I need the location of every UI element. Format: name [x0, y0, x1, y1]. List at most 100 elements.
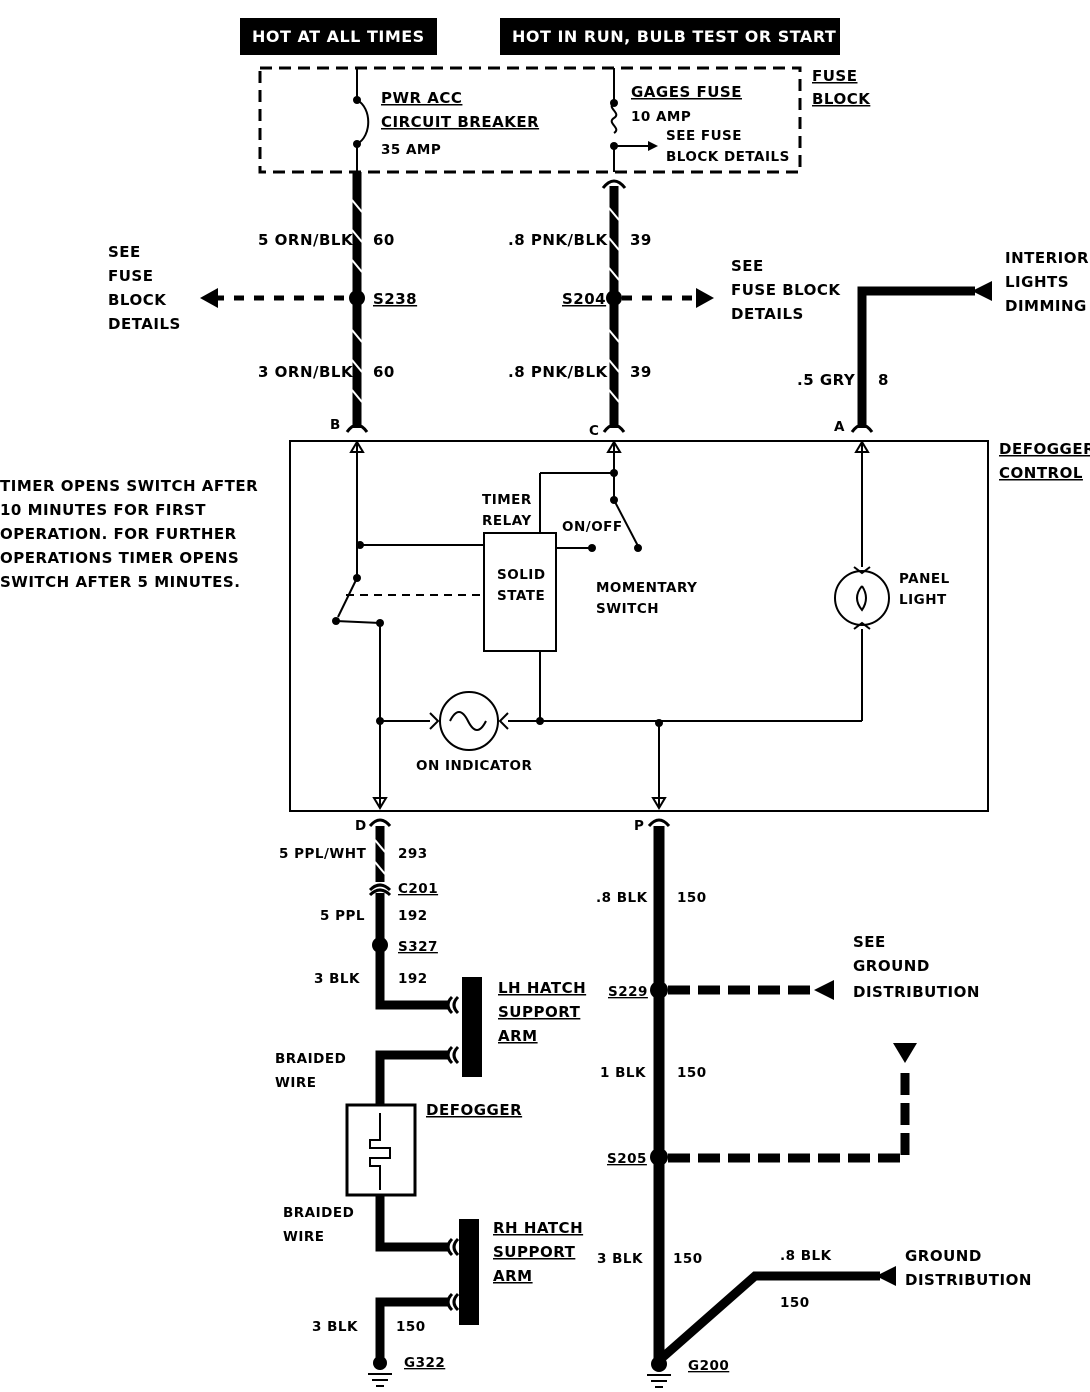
c201-connector	[368, 883, 392, 892]
s205-connector-icon	[893, 1043, 917, 1063]
timer-note-2: 10 MINUTES FOR FIRST	[0, 501, 206, 519]
rh-hatch-label-1: RH HATCH	[493, 1219, 583, 1237]
gages-fuse-icon	[610, 102, 618, 134]
splice-s229	[650, 981, 668, 999]
panel-light-label-1: PANEL	[899, 571, 950, 587]
momentary-switch-blade	[613, 499, 639, 547]
terminal-a-connector	[850, 423, 874, 433]
lh-hatch-label-1: LH HATCH	[498, 979, 586, 997]
wire-39-lower-color: .8 PNK/BLK	[508, 363, 608, 381]
momentary-label-1: MOMENTARY	[596, 580, 697, 596]
timer-note-4: OPERATIONS TIMER OPENS	[0, 549, 239, 567]
timer-relay-label-1: TIMER	[482, 492, 532, 508]
s229-label: S229	[608, 984, 648, 1000]
panel-light-bulb-icon	[834, 570, 890, 626]
breaker-rating: 35 AMP	[381, 142, 441, 158]
s204-arrow-icon	[696, 288, 714, 308]
fuse-block-label-1: FUSE	[812, 67, 857, 85]
braided-wire-lower	[375, 1195, 448, 1252]
lh-hatch-label-3: ARM	[498, 1027, 538, 1045]
solid-state-label-1: SOLID	[497, 567, 546, 583]
braided-2-label-1: BRAIDED	[283, 1205, 354, 1221]
g200-label: G200	[688, 1358, 729, 1374]
s204-label: S204	[562, 290, 606, 308]
braided-1-label-1: BRAIDED	[275, 1051, 346, 1067]
defogger-label: DEFOGGER	[426, 1101, 522, 1119]
on-indicator-label: ON INDICATOR	[416, 758, 533, 774]
wire-150-upper-color: .8 BLK	[596, 890, 648, 906]
wire-60-upper-circuit: 60	[373, 231, 395, 249]
timer-switch-blade	[337, 577, 358, 618]
terminal-d-connector	[368, 818, 392, 828]
ground-dist-label-1: GROUND	[905, 1247, 982, 1265]
hot-at-all-times-bar	[240, 18, 437, 55]
wire-8-circuit: 8	[878, 371, 889, 389]
dimming-connector-icon	[972, 281, 992, 301]
center-see-2: FUSE BLOCK	[731, 281, 841, 299]
terminal-d-label: D	[355, 818, 367, 834]
g322-label: G322	[404, 1355, 445, 1371]
splice-s238	[349, 290, 365, 306]
ground-dist-label-2: DISTRIBUTION	[905, 1271, 1032, 1289]
wire-39-upper-circuit: 39	[630, 231, 652, 249]
dimming-label-1: INTERIOR	[1005, 249, 1089, 267]
wire-150-g322-circuit: 150	[396, 1319, 426, 1335]
left-see-2: FUSE	[108, 267, 153, 285]
s238-arrow-icon	[200, 288, 218, 308]
rh-hatch-label-3: ARM	[493, 1267, 533, 1285]
see-ground-label-2: GROUND	[853, 957, 930, 975]
solid-state-label-2: STATE	[497, 588, 545, 604]
wire-293-color: 5 PPL/WHT	[279, 846, 367, 862]
wire-60-upper-color: 5 ORN/BLK	[258, 231, 354, 249]
momentary-label-2: SWITCH	[596, 601, 659, 617]
wire-60-lower-circuit: 60	[373, 363, 395, 381]
fuse-block-label-2: BLOCK	[812, 90, 871, 108]
panel-light-label-2: LIGHT	[899, 592, 947, 608]
wire-192-lower	[375, 945, 448, 1010]
wire-8-color: .5 GRY	[797, 371, 856, 389]
wire-39-upper-color: .8 PNK/BLK	[508, 231, 608, 249]
gages-fuse-label: GAGES FUSE	[631, 83, 742, 101]
wire-293-circuit: 293	[398, 846, 428, 862]
on-off-label: ON/OFF	[562, 519, 623, 535]
see-ground-label-3: DISTRIBUTION	[853, 983, 980, 1001]
terminal-c-connector	[602, 423, 626, 433]
breaker-label-1: PWR ACC	[381, 89, 462, 107]
terminal-a-label: A	[834, 419, 845, 435]
timer-relay-label-2: RELAY	[482, 513, 532, 529]
terminal-b-label: B	[330, 417, 341, 433]
wire-150-ground-dist	[660, 1271, 880, 1361]
s238-label: S238	[373, 290, 417, 308]
wire-39-lower-circuit: 39	[630, 363, 652, 381]
left-see-3: BLOCK	[108, 291, 167, 309]
center-see-1: SEE	[731, 257, 764, 275]
defogger-control-label-1: DEFOGGER	[999, 440, 1090, 458]
dimming-label-2: LIGHTS	[1005, 273, 1069, 291]
wire-60-lower-color: 3 ORN/BLK	[258, 363, 354, 381]
terminal-p-label: P	[634, 818, 644, 834]
braided-wire-upper	[375, 1050, 448, 1105]
wire-192-lower-circuit: 192	[398, 971, 428, 987]
rh-hatch-support-arm	[459, 1219, 479, 1325]
fuse-details-arrow-icon	[648, 141, 658, 151]
wire-8	[857, 286, 975, 428]
wire-150-g322-color: 3 BLK	[312, 1319, 358, 1335]
wire-150-lower-circuit: 150	[673, 1251, 703, 1267]
wire-39	[608, 186, 620, 428]
braided-2-label-2: WIRE	[283, 1229, 325, 1245]
rh-hatch-label-2: SUPPORT	[493, 1243, 576, 1261]
ground-dist-connector-icon	[876, 1266, 896, 1286]
see-fuse-label-2: BLOCK DETAILS	[666, 149, 790, 165]
see-ground-label-1: SEE	[853, 933, 886, 951]
breaker-label-2: CIRCUIT BREAKER	[381, 113, 539, 131]
wire-293	[374, 826, 386, 882]
dimming-label-3: DIMMING	[1005, 297, 1087, 315]
splice-s205	[650, 1148, 668, 1166]
terminal-c-label: C	[589, 423, 599, 439]
wire-192-lower-color: 3 BLK	[314, 971, 360, 987]
hot-in-run-bar	[500, 18, 840, 55]
wire-150-gd-circuit: 150	[780, 1295, 810, 1311]
see-fuse-label-1: SEE FUSE	[666, 128, 742, 144]
s205-label: S205	[607, 1151, 647, 1167]
